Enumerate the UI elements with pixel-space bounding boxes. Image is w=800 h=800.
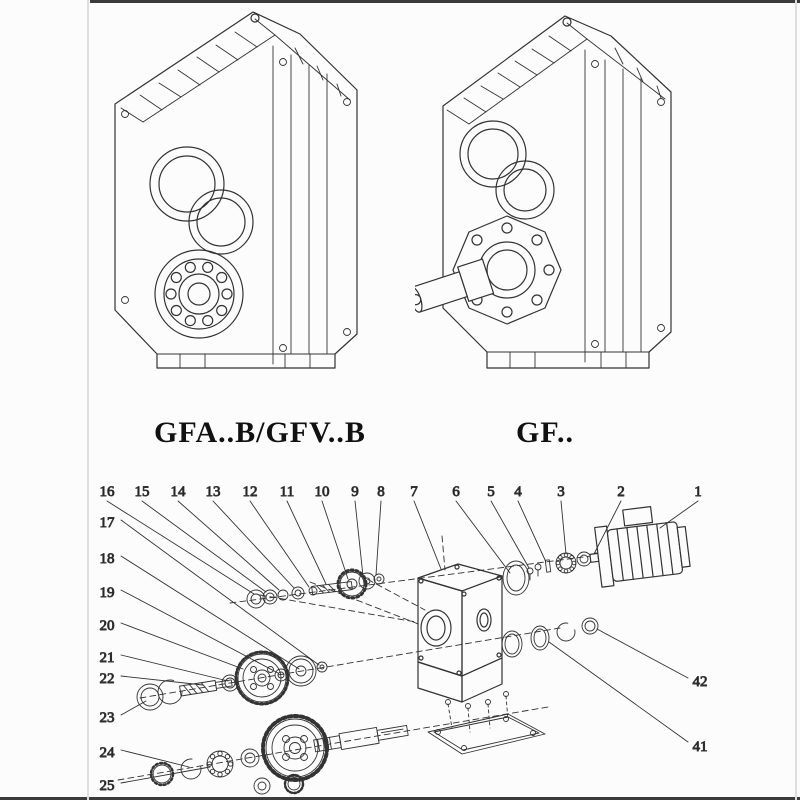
output-shaft: [415, 259, 494, 318]
svg-text:15: 15: [135, 484, 150, 500]
exploded-parts-diagram: 16 15 14 13 12 11 10 9 8 7 6 5 4 3 2 1 1…: [99, 484, 708, 795]
callout-42: 42: [597, 629, 708, 690]
svg-text:25: 25: [100, 778, 115, 794]
output-gear-set: [151, 716, 409, 794]
callout-2: 2: [594, 484, 625, 554]
callout-18: 18: [99, 551, 300, 669]
front-face-bores: [460, 50, 585, 362]
callouts: 16 15 14 13 12 11 10 9 8 7 6 5 4 3 2 1 1…: [99, 484, 708, 795]
svg-text:8: 8: [377, 484, 385, 500]
callout-9: 9: [351, 484, 363, 576]
motor-side-parts: [503, 552, 600, 595]
callout-17: 17: [99, 515, 320, 665]
callout-24: 24: [99, 745, 190, 767]
svg-text:9: 9: [351, 484, 359, 500]
svg-text:42: 42: [693, 674, 708, 690]
gearbox-drawing-gfab: [95, 2, 395, 410]
callout-16: 16: [99, 484, 255, 594]
housing-outline: [443, 16, 671, 368]
gearbox-drawing-gf: [415, 2, 715, 410]
callout-25: 25: [99, 767, 211, 794]
callout-15: 15: [134, 484, 267, 592]
roof-ribs: [121, 19, 350, 122]
motor: [585, 503, 691, 588]
svg-text:13: 13: [206, 484, 221, 500]
retaining-rings-right: [502, 618, 598, 657]
page-edge-bottom: [0, 797, 800, 800]
callout-4: 4: [514, 484, 546, 562]
output-bearing: [155, 250, 243, 338]
callout-8: 8: [376, 484, 385, 575]
svg-text:20: 20: [100, 618, 115, 634]
callout-12: 12: [242, 484, 310, 587]
svg-text:6: 6: [452, 484, 460, 500]
svg-text:1: 1: [694, 484, 702, 500]
svg-text:4: 4: [514, 484, 522, 500]
svg-text:21: 21: [100, 650, 115, 666]
callout-1: 1: [660, 484, 702, 528]
svg-text:23: 23: [100, 710, 115, 726]
svg-text:10: 10: [315, 484, 330, 500]
intermediate-gear-set: [137, 652, 327, 710]
mounting-feet: [487, 352, 649, 368]
callout-21: 21: [99, 650, 229, 681]
callout-19: 19: [99, 585, 279, 673]
svg-text:14: 14: [171, 484, 187, 500]
svg-text:16: 16: [100, 484, 116, 500]
model-label-gf: GF..: [516, 416, 574, 449]
callout-13: 13: [205, 484, 295, 588]
assembly-axes: [118, 536, 668, 780]
svg-text:19: 19: [100, 585, 115, 601]
svg-text:11: 11: [280, 484, 294, 500]
mounting-feet: [157, 354, 335, 368]
callout-10: 10: [314, 484, 349, 579]
svg-text:22: 22: [100, 671, 115, 687]
svg-text:5: 5: [487, 484, 495, 500]
side-ribs: [122, 55, 351, 354]
callout-7: 7: [410, 484, 441, 569]
bottom-cover-plate: [428, 692, 545, 755]
housing-outline: [115, 12, 357, 368]
callout-20: 20: [99, 618, 244, 669]
callout-22: 22: [99, 671, 204, 687]
callout-6: 6: [452, 484, 510, 573]
svg-text:12: 12: [243, 484, 258, 500]
side-ribs: [592, 60, 665, 352]
callout-3: 3: [557, 484, 566, 554]
page-edge-left: [87, 0, 89, 800]
svg-text:17: 17: [100, 515, 116, 531]
gear-housing: [418, 564, 502, 702]
callout-41: 41: [549, 642, 708, 755]
roof-ribs: [447, 23, 665, 124]
svg-text:24: 24: [100, 745, 116, 761]
svg-text:7: 7: [410, 484, 418, 500]
svg-text:18: 18: [100, 551, 115, 567]
front-face-bores: [150, 46, 273, 364]
callout-23: 23: [99, 701, 147, 726]
svg-text:2: 2: [617, 484, 625, 500]
callout-11: 11: [279, 484, 326, 584]
model-label-gfab: GFA..B/GFV..B: [154, 416, 366, 449]
callout-14: 14: [170, 484, 280, 590]
input-shaft-parts: [247, 570, 384, 608]
page-edge-top: [90, 0, 800, 3]
svg-text:3: 3: [557, 484, 565, 500]
callout-5: 5: [487, 484, 529, 568]
svg-text:41: 41: [693, 739, 708, 755]
page-edge-right: [795, 0, 797, 800]
